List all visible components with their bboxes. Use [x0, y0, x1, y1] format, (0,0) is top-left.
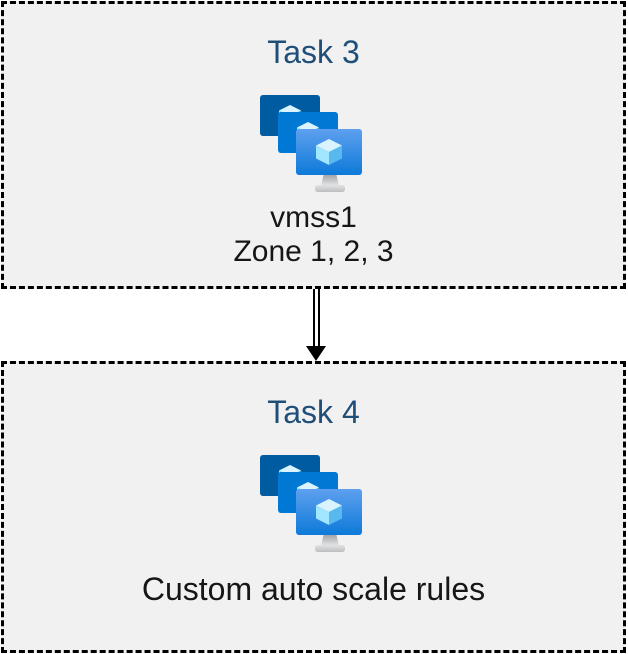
task3-title: Task 3 — [267, 34, 360, 70]
task3-box: Task 3 vmss1 Zone 1, 2, 3 — [1, 1, 626, 289]
vm-scale-set-icon — [259, 455, 362, 552]
autoscale-rules-label: Custom auto scale rules — [141, 571, 486, 607]
arrow-connector — [306, 289, 326, 361]
task4-box: Task 4 Custom auto scale rules — [1, 361, 626, 653]
task4-caption: Custom auto scale rules — [142, 571, 485, 607]
vmss-name-label: vmss1 — [270, 201, 357, 234]
vm-scale-set-icon — [259, 95, 362, 192]
task3-caption: vmss1 Zone 1, 2, 3 — [233, 201, 393, 269]
task4-title: Task 4 — [267, 394, 360, 430]
zones-label: Zone 1, 2, 3 — [233, 235, 394, 268]
arrow-down-icon — [306, 346, 326, 361]
arrow-shaft — [312, 289, 320, 346]
